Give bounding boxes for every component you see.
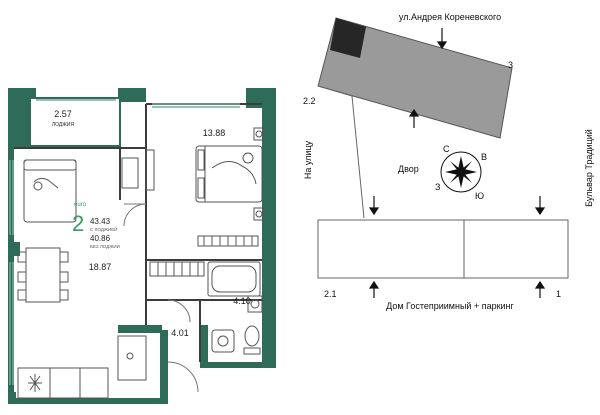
entrance-arrows — [368, 28, 546, 298]
dining-table — [17, 247, 69, 303]
stove-icon — [28, 374, 42, 392]
arrow-icon — [368, 280, 380, 298]
building-section-2-2 — [317, 85, 365, 219]
street-left-label: На улицу — [303, 140, 313, 179]
arrow-icon — [436, 28, 448, 50]
outer-walls — [8, 88, 276, 404]
compass-south: Ю — [475, 191, 484, 201]
building-section-2-1 — [317, 219, 465, 279]
apartment-plan: 2.57 ЛОДЖИЯ 13.88 18.87 4.10 4.01 euro 2… — [8, 88, 276, 404]
arrow-icon — [408, 108, 420, 128]
nightstand-bottom — [253, 207, 265, 221]
kitchen-counter — [17, 335, 147, 399]
toilet-icon — [243, 325, 261, 355]
yard-label: Двор — [398, 164, 419, 174]
washing-machine — [247, 295, 263, 313]
bottom-building-label: Дом Гостеприимный + паркинг — [386, 301, 514, 311]
living-kitchen-area: 18.87 — [89, 262, 112, 272]
building-section-3 — [317, 17, 513, 139]
building-section-1 — [463, 219, 569, 279]
arrow-icon — [534, 196, 546, 216]
apartment-summary: euro 2 43.43 С ЛОДЖИЕЙ 40.86 БЕЗ ЛОДЖИИ — [72, 202, 120, 249]
loggia — [29, 97, 121, 147]
loggia-label: ЛОДЖИЯ — [52, 122, 75, 128]
section-2-2-label: 2.2 — [303, 96, 316, 106]
area-with-loggia: 43.43 — [90, 217, 111, 226]
windows — [9, 103, 240, 385]
arrow-icon — [368, 196, 380, 216]
rooms-count: 2 — [72, 211, 84, 236]
doors — [123, 203, 199, 393]
compass-icon: С В Ю З — [435, 144, 487, 201]
section-1-label: 1 — [556, 289, 561, 299]
bed — [195, 145, 263, 203]
nightstand-top — [253, 127, 265, 141]
compass-north: С — [443, 144, 450, 154]
bathtub — [207, 261, 261, 297]
loggia-area: 2.57 — [54, 109, 72, 119]
hallway-area: 4.01 — [171, 328, 189, 338]
area-without-loggia: 40.86 — [90, 234, 111, 243]
site-plan: С В Ю З ул.Андрея Кореневского 3 2.2 2.1… — [303, 12, 594, 311]
area-without-loggia-label: БЕЗ ЛОДЖИИ — [90, 244, 120, 249]
street-top-label: ул.Андрея Кореневского — [399, 12, 501, 22]
street-right-label: Бульвар Традиций — [584, 129, 594, 207]
bathroom-area: 4.10 — [233, 296, 251, 306]
desk — [121, 149, 155, 191]
compass-east: В — [481, 152, 487, 162]
area-with-loggia-label: С ЛОДЖИЕЙ — [90, 225, 118, 232]
section-3-label: 3 — [508, 60, 513, 70]
compass-west: З — [435, 182, 440, 192]
apartment-type: euro — [74, 202, 87, 208]
arrow-icon — [534, 280, 546, 298]
sink-icon — [211, 329, 235, 353]
section-2-1-label: 2.1 — [324, 289, 337, 299]
bedroom-area: 13.88 — [203, 128, 226, 138]
wardrobe — [197, 235, 259, 247]
radiator — [149, 261, 205, 277]
sofa — [23, 159, 77, 223]
